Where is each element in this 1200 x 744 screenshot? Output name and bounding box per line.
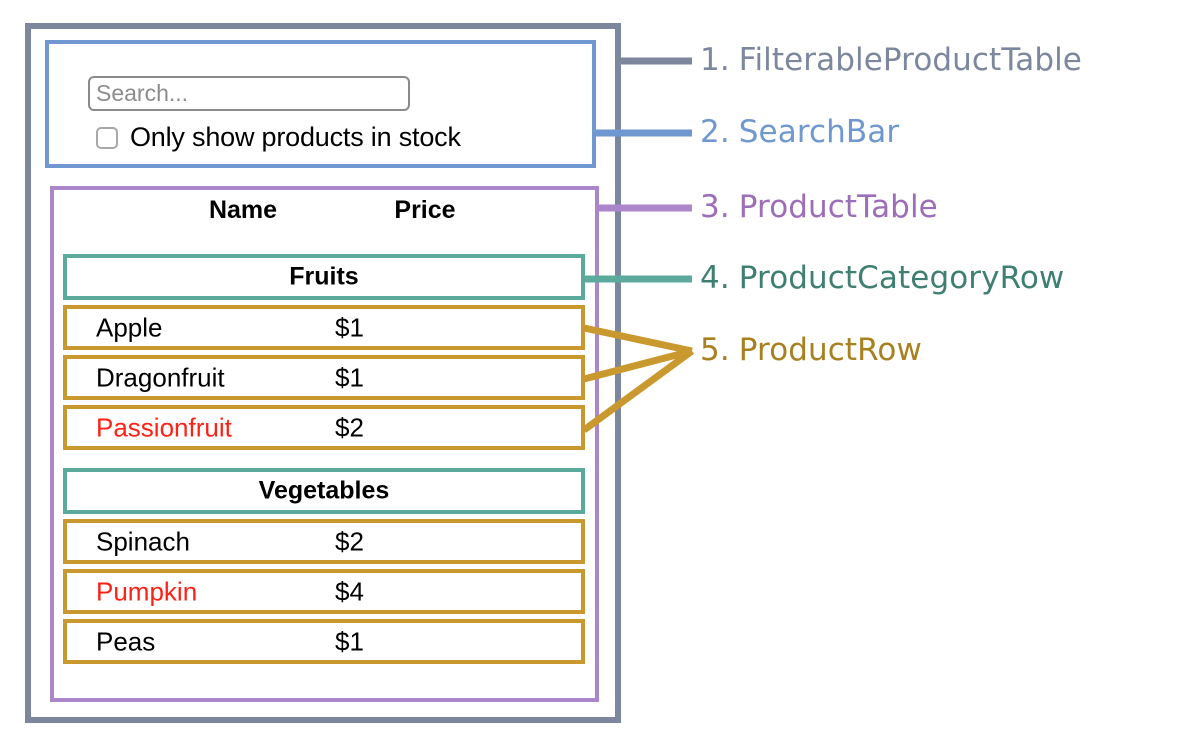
frame-product-table [50, 186, 599, 702]
product-row: Apple $1 [63, 305, 585, 350]
legend-number: 4. [700, 260, 730, 296]
product-price-cell: $2 [335, 412, 364, 442]
in-stock-checkbox[interactable] [96, 126, 118, 149]
product-name-cell: Passionfruit [96, 412, 232, 442]
column-header-price: Price [394, 196, 456, 224]
table-header-row: Name Price [60, 196, 590, 238]
product-row: Passionfruit $2 [63, 405, 585, 450]
product-price-cell: $2 [335, 526, 364, 556]
in-stock-checkbox-label: Only show products in stock [130, 122, 461, 152]
product-row: Dragonfruit $1 [63, 355, 585, 400]
product-row: Spinach $2 [63, 519, 585, 564]
legend-item-searchbar: 2.SearchBar [700, 114, 899, 150]
product-price-cell: $1 [335, 626, 364, 656]
product-name-cell: Dragonfruit [96, 362, 225, 392]
legend-label: ProductRow [738, 332, 922, 368]
product-category-row: Fruits [63, 254, 585, 300]
legend-number: 5. [700, 332, 730, 368]
legend-number: 2. [700, 114, 730, 150]
search-input[interactable] [88, 76, 410, 111]
product-name-cell: Apple [96, 312, 163, 342]
legend-number: 3. [700, 189, 730, 225]
product-row: Pumpkin $4 [63, 569, 585, 614]
legend-label: ProductCategoryRow [738, 260, 1065, 296]
product-name-cell: Pumpkin [96, 576, 198, 606]
legend-label: SearchBar [738, 114, 900, 150]
in-stock-checkbox-row[interactable]: Only show products in stock [96, 122, 461, 153]
product-category-label: Vegetables [258, 476, 390, 505]
product-price-cell: $1 [335, 362, 364, 392]
product-name-cell: Spinach [96, 526, 190, 556]
column-header-name: Name [208, 196, 278, 224]
legend-item-productrow: 5.ProductRow [700, 332, 922, 368]
frame-search-bar [45, 40, 596, 168]
legend-number: 1. [700, 42, 730, 78]
legend-item-filterableproducttable: 1.FilterableProductTable [700, 42, 1082, 78]
legend-label: ProductTable [738, 189, 938, 225]
product-row: Peas $1 [63, 619, 585, 664]
legend-label: FilterableProductTable [738, 42, 1082, 78]
product-category-label: Fruits [289, 262, 359, 291]
product-name-cell: Peas [96, 626, 156, 656]
legend-item-producttable: 3.ProductTable [700, 189, 938, 225]
legend-item-productcategoryrow: 4.ProductCategoryRow [700, 260, 1064, 296]
product-category-row: Vegetables [63, 468, 585, 514]
product-price-cell: $4 [335, 576, 364, 606]
product-price-cell: $1 [335, 312, 364, 342]
